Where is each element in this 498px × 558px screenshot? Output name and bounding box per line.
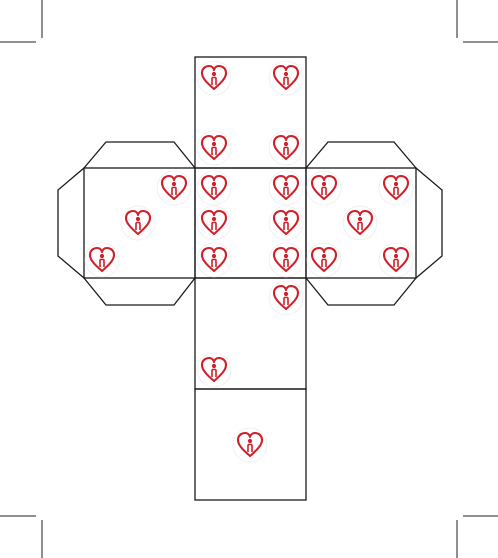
pip-right-2 bbox=[378, 170, 414, 206]
heart-person-icon bbox=[382, 174, 410, 201]
heart-person-icon bbox=[200, 356, 228, 383]
flap-right-top bbox=[305, 141, 417, 169]
heart-person-icon bbox=[200, 209, 228, 236]
face-right bbox=[305, 167, 417, 279]
pip-bottom-1 bbox=[268, 280, 304, 316]
pip-right-3 bbox=[342, 205, 378, 241]
pip-left-1 bbox=[156, 170, 192, 206]
pip-right-5 bbox=[378, 242, 414, 278]
pip-top-4 bbox=[268, 130, 304, 166]
pip-top-3 bbox=[196, 130, 232, 166]
heart-person-icon bbox=[160, 174, 188, 201]
heart-person-icon bbox=[200, 246, 228, 273]
heart-person-icon bbox=[124, 209, 152, 236]
pip-top-2 bbox=[268, 60, 304, 96]
pip-center-4 bbox=[268, 205, 304, 241]
heart-person-icon bbox=[272, 134, 300, 161]
heart-person-icon bbox=[200, 174, 228, 201]
heart-person-icon bbox=[200, 64, 228, 91]
heart-person-icon bbox=[236, 431, 264, 458]
face-back bbox=[194, 388, 307, 501]
heart-person-icon bbox=[272, 174, 300, 201]
glue-flaps bbox=[57, 141, 443, 306]
heart-person-icon bbox=[272, 209, 300, 236]
pip-left-2 bbox=[120, 205, 156, 241]
pip-top-1 bbox=[196, 60, 232, 96]
heart-person-icon bbox=[272, 284, 300, 311]
flap-left-outer bbox=[57, 167, 85, 279]
pip-right-4 bbox=[306, 242, 342, 278]
pip-bottom-2 bbox=[196, 352, 232, 388]
pip-center-2 bbox=[268, 170, 304, 206]
heart-person-icon bbox=[382, 246, 410, 273]
flap-left-bottom bbox=[83, 277, 196, 306]
flap-right-bottom bbox=[305, 277, 417, 306]
flap-left-top bbox=[83, 141, 196, 169]
pip-left-3 bbox=[84, 242, 120, 278]
heart-person-icon bbox=[346, 209, 374, 236]
heart-person-icon bbox=[88, 246, 116, 273]
heart-person-icon bbox=[272, 246, 300, 273]
pip-center-1 bbox=[196, 170, 232, 206]
pip-back-1 bbox=[232, 427, 268, 463]
pip-center-6 bbox=[268, 242, 304, 278]
pip-center-3 bbox=[196, 205, 232, 241]
heart-person-icon bbox=[272, 64, 300, 91]
die-faces bbox=[83, 56, 417, 501]
pip-center-5 bbox=[196, 242, 232, 278]
heart-person-icon bbox=[200, 134, 228, 161]
flap-right-outer bbox=[415, 167, 443, 279]
heart-person-icon bbox=[310, 246, 338, 273]
pip-right-1 bbox=[306, 170, 342, 206]
pips-layer bbox=[84, 60, 414, 463]
heart-person-icon bbox=[310, 174, 338, 201]
